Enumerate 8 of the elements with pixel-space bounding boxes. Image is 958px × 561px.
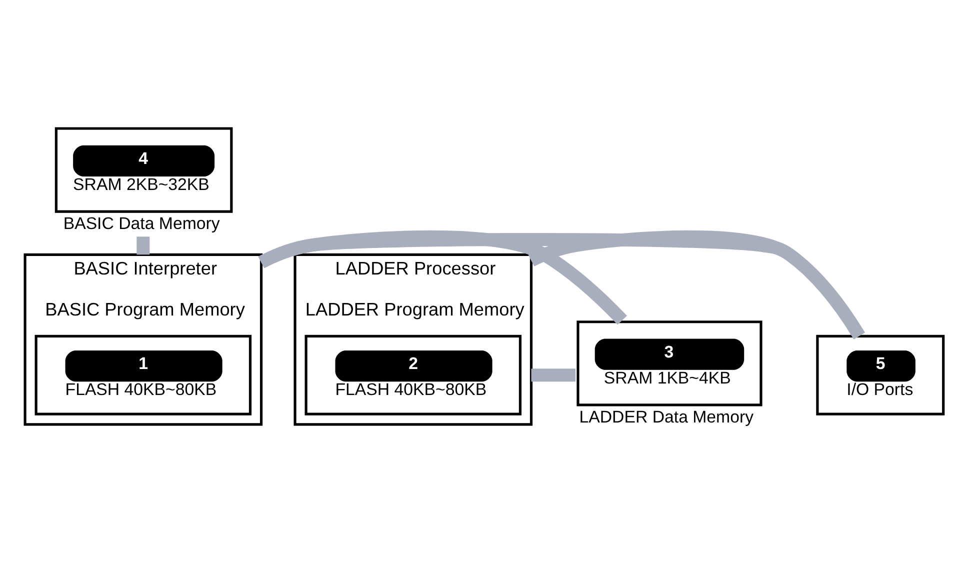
- node-label: BASIC Data Memory: [63, 213, 220, 232]
- node-box: 5 I/O Ports: [816, 334, 945, 415]
- connector: [136, 236, 150, 254]
- node-box: 1 FLASH 40KB~80KB: [34, 334, 252, 415]
- node-label: LADDER Data Memory: [579, 406, 754, 426]
- connector: [531, 368, 576, 382]
- connector: [528, 230, 865, 339]
- node-box: 2 FLASH 40KB~80KB: [304, 334, 522, 415]
